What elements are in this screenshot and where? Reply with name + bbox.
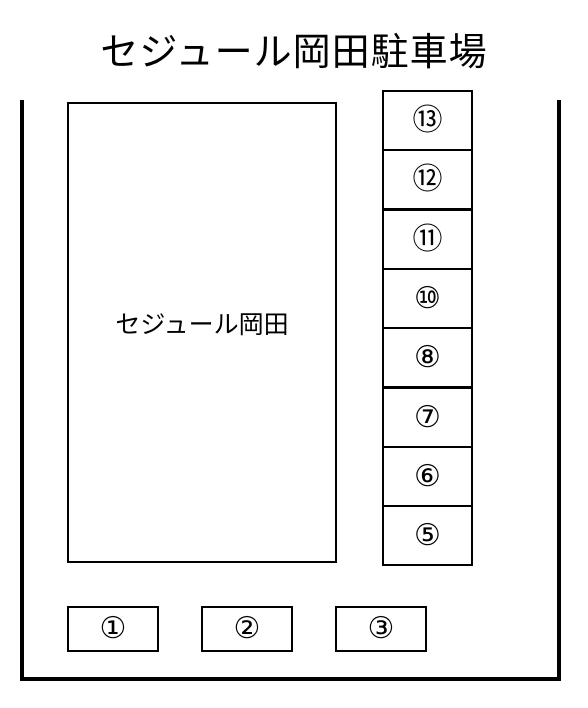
parking-space[interactable]: ⑫ [382, 149, 473, 210]
parking-space[interactable]: ③ [335, 606, 427, 652]
parking-space[interactable]: ⑤ [382, 505, 473, 566]
parking-space[interactable]: ⑬ [382, 90, 473, 151]
parking-space[interactable]: ⑧ [382, 327, 473, 388]
building: セジュール岡田 [67, 102, 337, 563]
parking-space[interactable]: ① [67, 606, 159, 652]
parking-space[interactable]: ⑦ [382, 387, 473, 448]
page-title: セジュール岡田駐車場 [100, 30, 488, 74]
lot-border-right [557, 100, 561, 680]
parking-space[interactable]: ⑪ [382, 209, 473, 270]
building-label: セジュール岡田 [115, 309, 289, 339]
parking-space[interactable]: ⑩ [382, 268, 473, 329]
parking-space[interactable]: ② [201, 606, 293, 652]
lot-border-left [20, 100, 24, 680]
lot-border-bottom [20, 677, 561, 681]
parking-space[interactable]: ⑥ [382, 446, 473, 507]
